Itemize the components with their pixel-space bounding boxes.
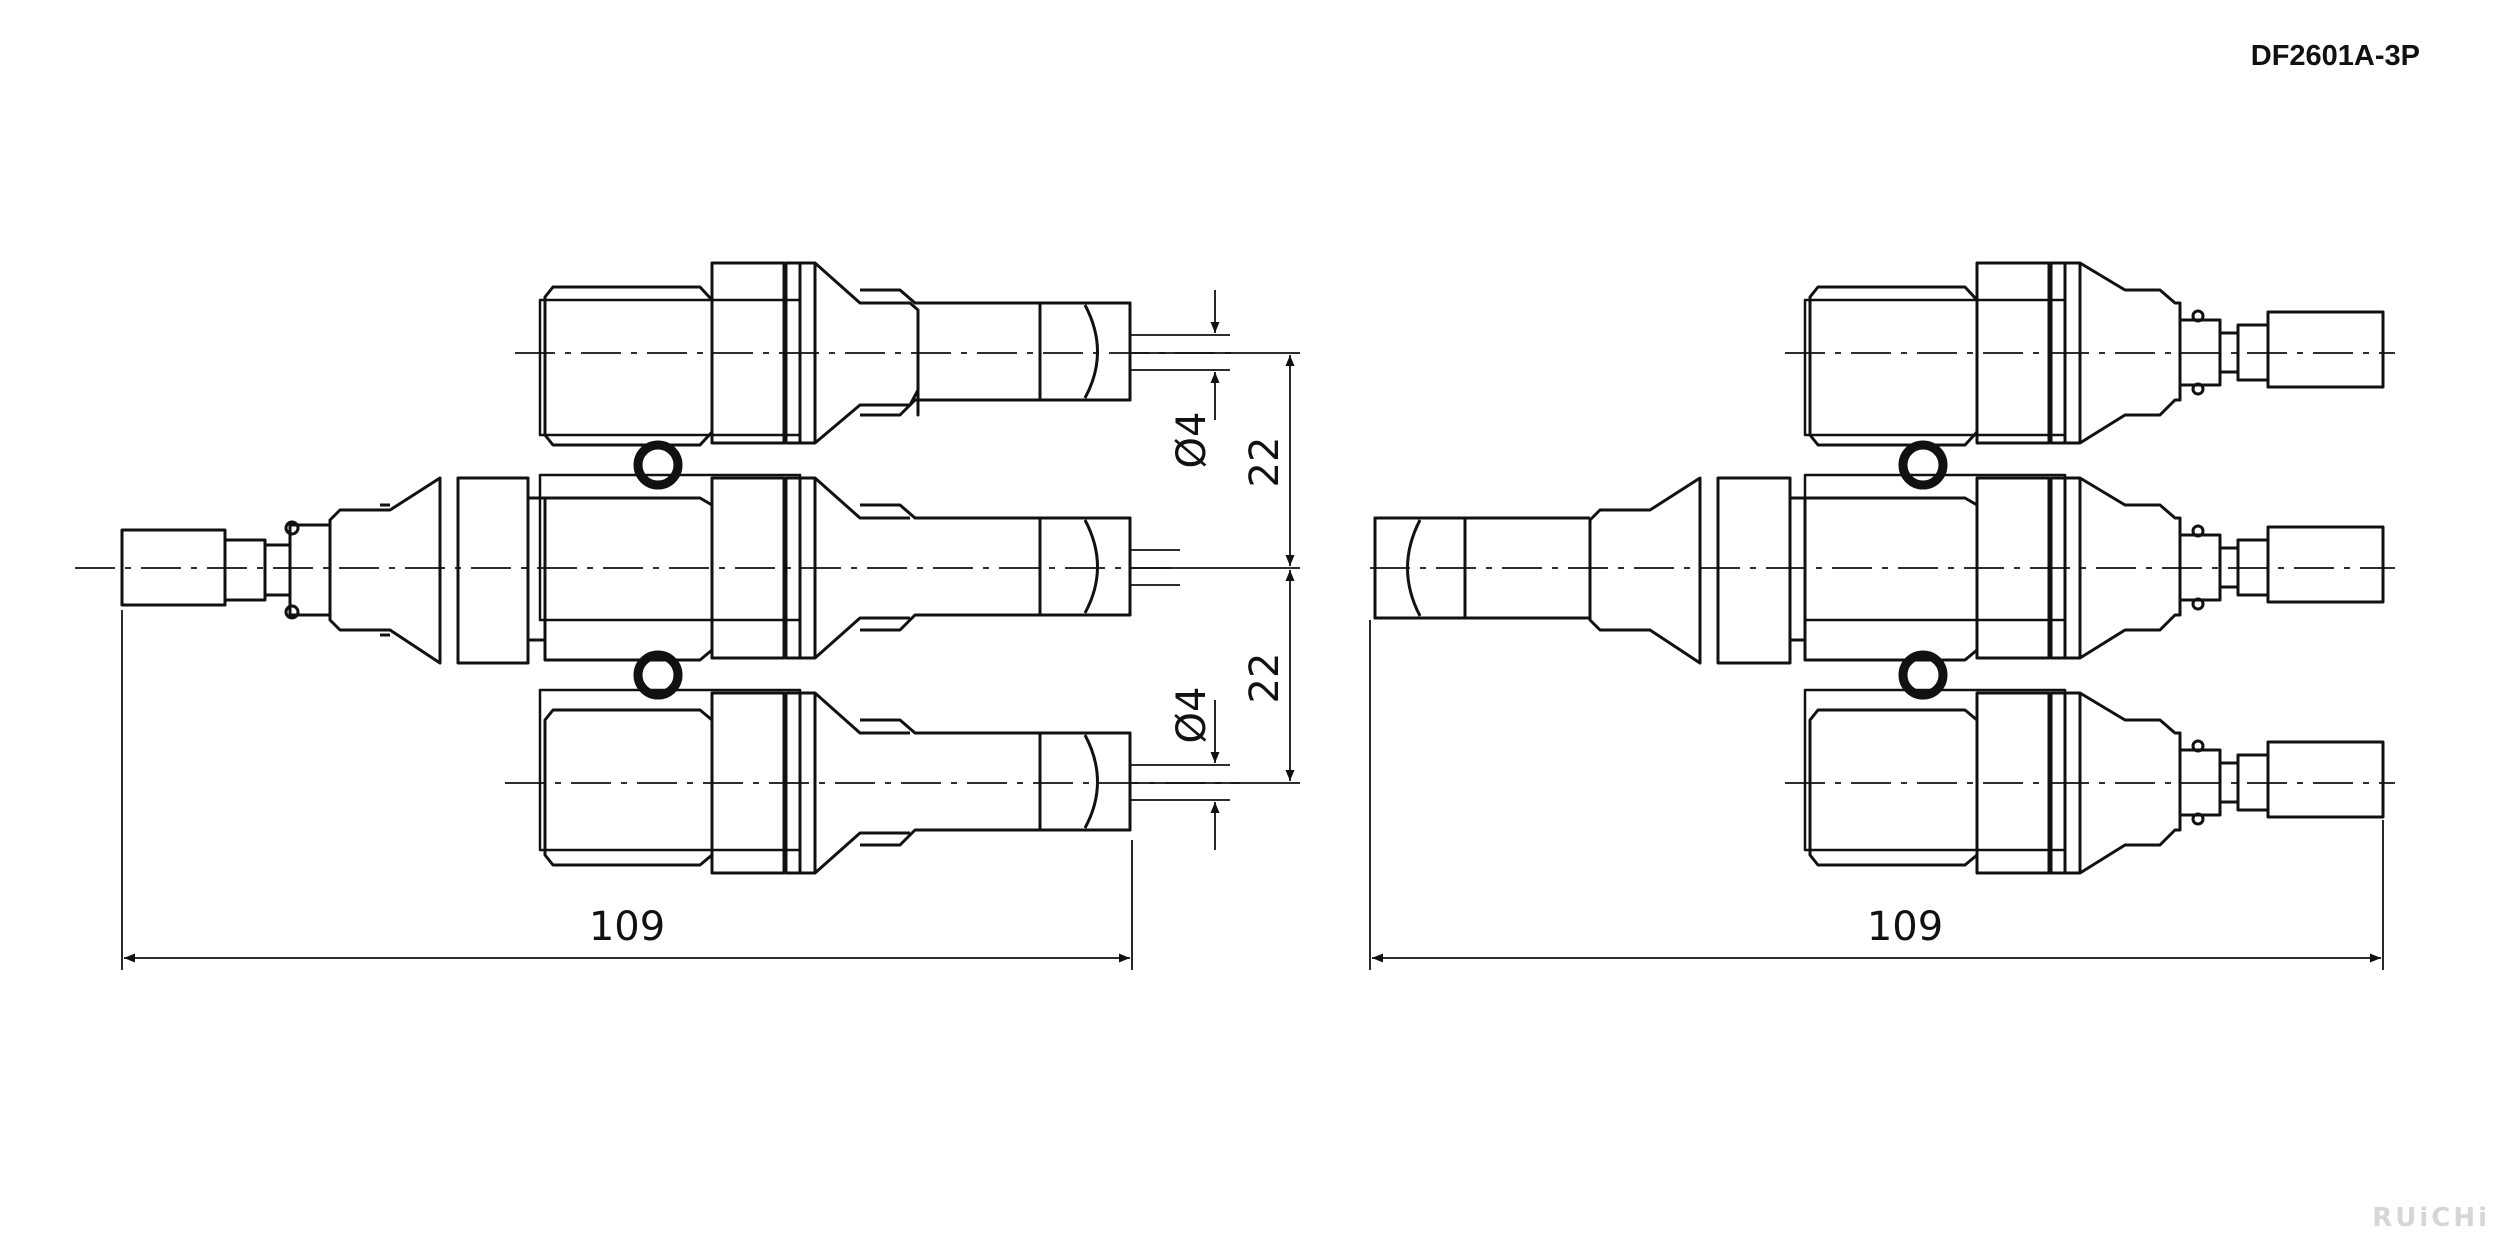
right-overall-length-label: 109	[1867, 904, 1943, 950]
right-lock-ring-top	[1898, 440, 1948, 490]
left-socket-top	[543, 261, 1132, 447]
part-number: DF2601A-3P	[2250, 40, 2420, 72]
left-branch-housing	[538, 298, 802, 852]
left-pin-diameter-top-label: Ø4	[1169, 412, 1215, 469]
right-plug-middle	[1803, 476, 2385, 662]
left-lock-ring-bottom	[633, 650, 683, 700]
left-trunk	[120, 476, 545, 665]
right-plug-top	[1808, 261, 2385, 447]
left-socket-middle	[543, 476, 1132, 662]
right-center-lines	[1370, 352, 2395, 784]
left-lock-ring-top	[633, 440, 683, 490]
brand-watermark: RUiCHi	[2372, 1203, 2490, 1233]
right-branch-housing	[1803, 298, 2067, 852]
left-pin-pitch-top-label: 22	[1242, 437, 1288, 488]
right-dimensions	[1369, 620, 2384, 970]
left-pin-pitch-bottom-label: 22	[1242, 653, 1288, 704]
left-pin-diameter-bottom-label: Ø4	[1169, 687, 1215, 744]
right-lock-ring-bottom	[1898, 650, 1948, 700]
left-center-lines	[75, 352, 1240, 784]
left-overall-length-label: 109	[589, 904, 665, 950]
left-dimensions	[121, 290, 1300, 970]
right-trunk	[1373, 476, 1805, 665]
